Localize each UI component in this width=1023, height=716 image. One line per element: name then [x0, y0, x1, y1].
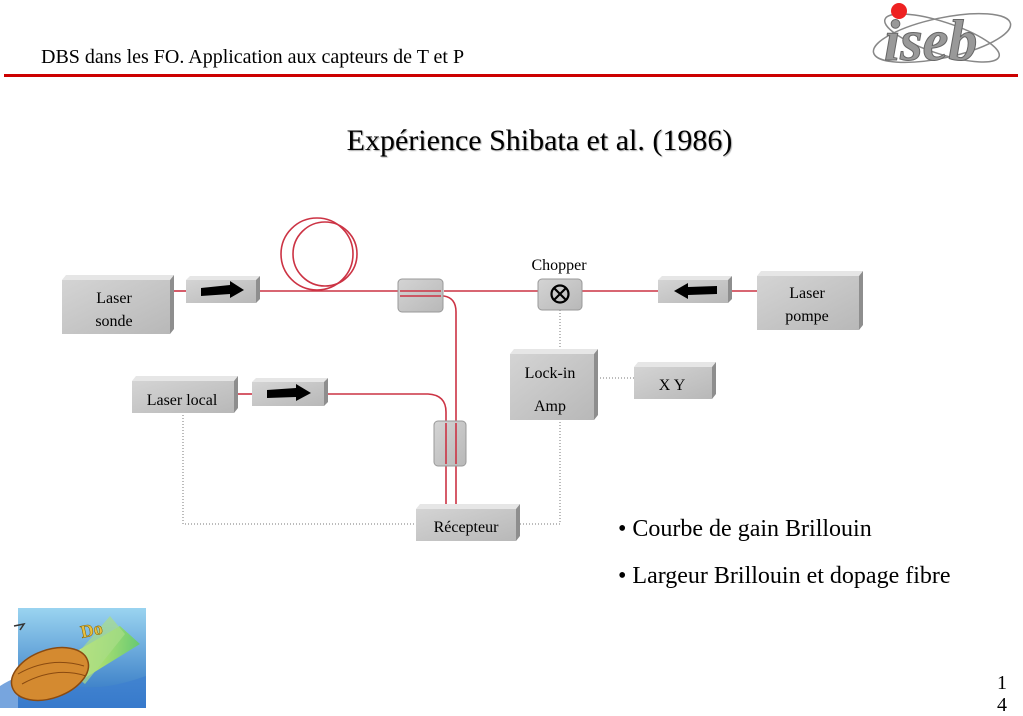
header-rule — [4, 74, 1018, 77]
coupler-bottom — [433, 420, 467, 467]
bullet-list: • Courbe de gain Brillouin • Largeur Bri… — [618, 516, 951, 610]
xy-recorder-box: X Y — [634, 362, 716, 399]
laser-local-label: Laser local — [147, 392, 218, 409]
iseb-logo-text: iseb — [884, 8, 977, 73]
laser-sonde-label-2: sonde — [95, 313, 132, 330]
logo-dot-icon — [891, 3, 907, 19]
isolator-pompe — [658, 276, 732, 303]
page-number: 1 4 — [997, 672, 1007, 716]
lockin-label-2: Amp — [534, 398, 566, 415]
laser-sonde-box: Laser sonde — [62, 275, 174, 334]
iseb-logo: iseb — [872, 3, 1012, 74]
laser-pompe-box: Laser pompe — [757, 271, 863, 330]
header-title: DBS dans les FO. Application aux capteur… — [41, 46, 465, 68]
doptr-logo-text: Do — [79, 618, 105, 642]
recepteur-box: Récepteur — [416, 504, 520, 541]
slide-title: Expérience Shibata et al. (1986) — [346, 124, 733, 157]
arrow-right-icon — [267, 384, 311, 401]
chopper-icon — [550, 284, 570, 304]
xy-label: X Y — [659, 377, 686, 394]
recepteur-label: Récepteur — [434, 519, 500, 536]
bird-icon — [13, 622, 26, 631]
chopper-device — [537, 278, 583, 311]
laser-sonde-label-1: Laser — [96, 290, 132, 307]
doptr-logo: Do — [0, 608, 146, 708]
isolator-sonde — [186, 276, 260, 303]
laser-pompe-label-1: Laser — [789, 285, 825, 302]
fiber-lines — [170, 217, 757, 505]
isolator-local — [252, 378, 328, 406]
bullet-item: • Largeur Brillouin et dopage fibre — [618, 563, 951, 589]
coupler-top — [397, 278, 444, 313]
arrow-right-icon — [201, 281, 244, 298]
bullet-item: • Courbe de gain Brillouin — [618, 516, 872, 542]
chopper-label: Chopper — [531, 257, 587, 274]
arrow-left-icon — [674, 283, 717, 299]
laser-local-box: Laser local — [132, 376, 238, 413]
lockin-amp-box: Lock-in Amp — [510, 349, 598, 420]
electrical-links — [182, 310, 634, 525]
laser-pompe-label-2: pompe — [785, 308, 829, 325]
page-number-text: 1 4 — [997, 672, 1007, 716]
lockin-label-1: Lock-in — [525, 365, 576, 382]
